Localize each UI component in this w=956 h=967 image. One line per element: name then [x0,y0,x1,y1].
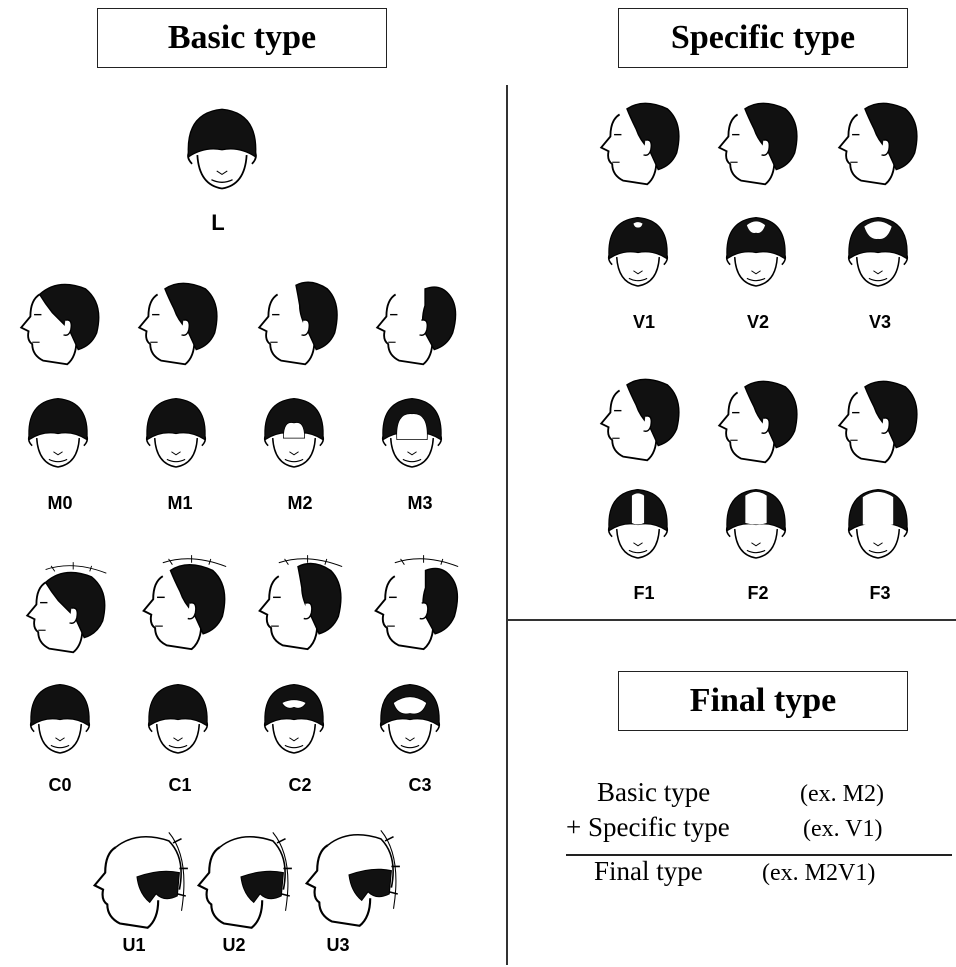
label-C1: C1 [140,775,220,796]
head-V2-side [710,94,802,190]
head-U3-side [296,822,402,932]
head-U2-side [188,826,294,932]
head-M0-top [20,386,96,478]
horizontal-divider [508,619,956,621]
head-C3-side [366,550,462,660]
basic-type-title: Basic type [97,8,387,68]
head-C1-top [140,672,216,764]
head-F2-side [710,372,802,468]
formula-ex-basic: (ex. M2) [800,781,884,808]
head-M2-top [256,386,332,478]
head-F3-top [840,476,916,570]
head-V2-top [718,204,794,298]
head-M1-top [138,386,214,478]
label-V1: V1 [604,312,684,333]
head-V3-top [840,204,916,298]
head-V1-top [600,204,676,298]
head-F2-top [718,476,794,570]
head-M1-side [130,272,222,372]
label-M1: M1 [140,493,220,514]
head-M0-side [12,272,104,372]
head-C3-top [372,672,448,764]
head-C0-top [22,672,98,764]
label-U1: U1 [94,935,174,956]
label-V3: V3 [840,312,920,333]
formula-line-basic: Basic type [597,777,710,808]
head-C1-side [134,550,230,660]
head-M2-side [250,272,342,372]
vertical-divider [506,85,508,965]
head-C2-side [250,550,346,660]
label-V2: V2 [718,312,798,333]
label-U3: U3 [298,935,378,956]
label-F2: F2 [718,583,798,604]
head-F3-side [830,372,922,468]
head-C2-top [256,672,332,764]
label-F3: F3 [840,583,920,604]
label-U2: U2 [194,935,274,956]
head-F1-side [592,370,684,466]
formula-line-specific: + Specific type [566,812,730,843]
head-V3-side [830,94,922,190]
head-C0-side [18,558,110,662]
head-M3-side [368,272,460,372]
head-M3-top [374,386,450,478]
head-F1-top [600,476,676,570]
head-U1-side [84,826,190,932]
label-M0: M0 [20,493,100,514]
head-V1-side [592,94,684,190]
head-L-top [178,96,266,200]
final-type-title: Final type [618,671,908,731]
label-M3: M3 [380,493,460,514]
formula-ex-specific: (ex. V1) [803,816,883,843]
label-M2: M2 [260,493,340,514]
label-F1: F1 [604,583,684,604]
label-C3: C3 [380,775,460,796]
formula-line-final: Final type [594,856,703,887]
formula-ex-final: (ex. M2V1) [762,860,875,887]
label-C0: C0 [20,775,100,796]
specific-type-title: Specific type [618,8,908,68]
label-L: L [178,210,258,236]
label-C2: C2 [260,775,340,796]
